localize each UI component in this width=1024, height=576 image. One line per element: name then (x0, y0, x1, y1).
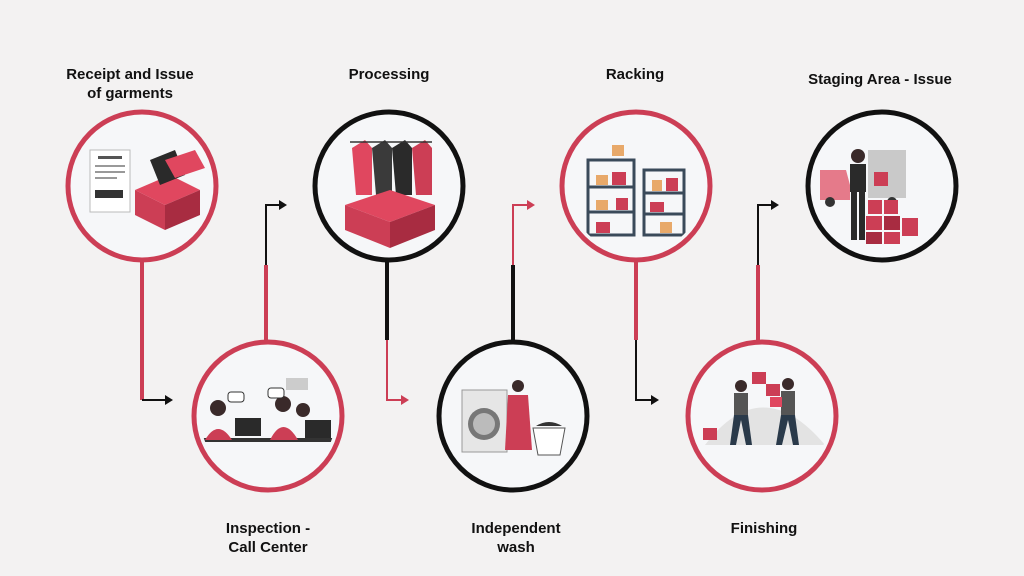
connector-inspection-processing (264, 200, 287, 340)
step-label-receipt: Receipt and Issue of garments (66, 66, 194, 102)
connector-racking-finishing (634, 262, 659, 405)
connector-wash-racking (511, 200, 535, 340)
step-label-processing: Processing (348, 66, 430, 83)
call-center-icon (200, 378, 336, 442)
connector-finishing-staging (756, 200, 779, 340)
delivery-truck-icon (820, 149, 918, 244)
washing-machine-icon (461, 380, 566, 456)
step-circle-finishing (685, 339, 839, 493)
connector-processing-wash (385, 262, 409, 405)
step-circle-wash (436, 339, 590, 493)
storage-rack-icon (586, 145, 686, 237)
step-circle-racking (559, 109, 713, 263)
step-label-inspection: Inspection - Call Center (225, 520, 311, 556)
shirts-box-icon (345, 140, 435, 248)
step-label-finishing: Finishing (730, 520, 798, 537)
step-label-staging: Staging Area - Issue (808, 71, 952, 88)
movers-icon (703, 372, 825, 445)
step-circle-receipt (65, 109, 219, 263)
step-label-racking: Racking (605, 66, 665, 83)
step-circle-processing (312, 109, 466, 263)
step-label-wash: Independent wash (471, 520, 561, 556)
connector-receipt-inspection (140, 262, 173, 405)
receipt-box-icon (89, 149, 205, 230)
step-circle-staging (805, 109, 959, 263)
step-circle-inspection (191, 339, 345, 493)
